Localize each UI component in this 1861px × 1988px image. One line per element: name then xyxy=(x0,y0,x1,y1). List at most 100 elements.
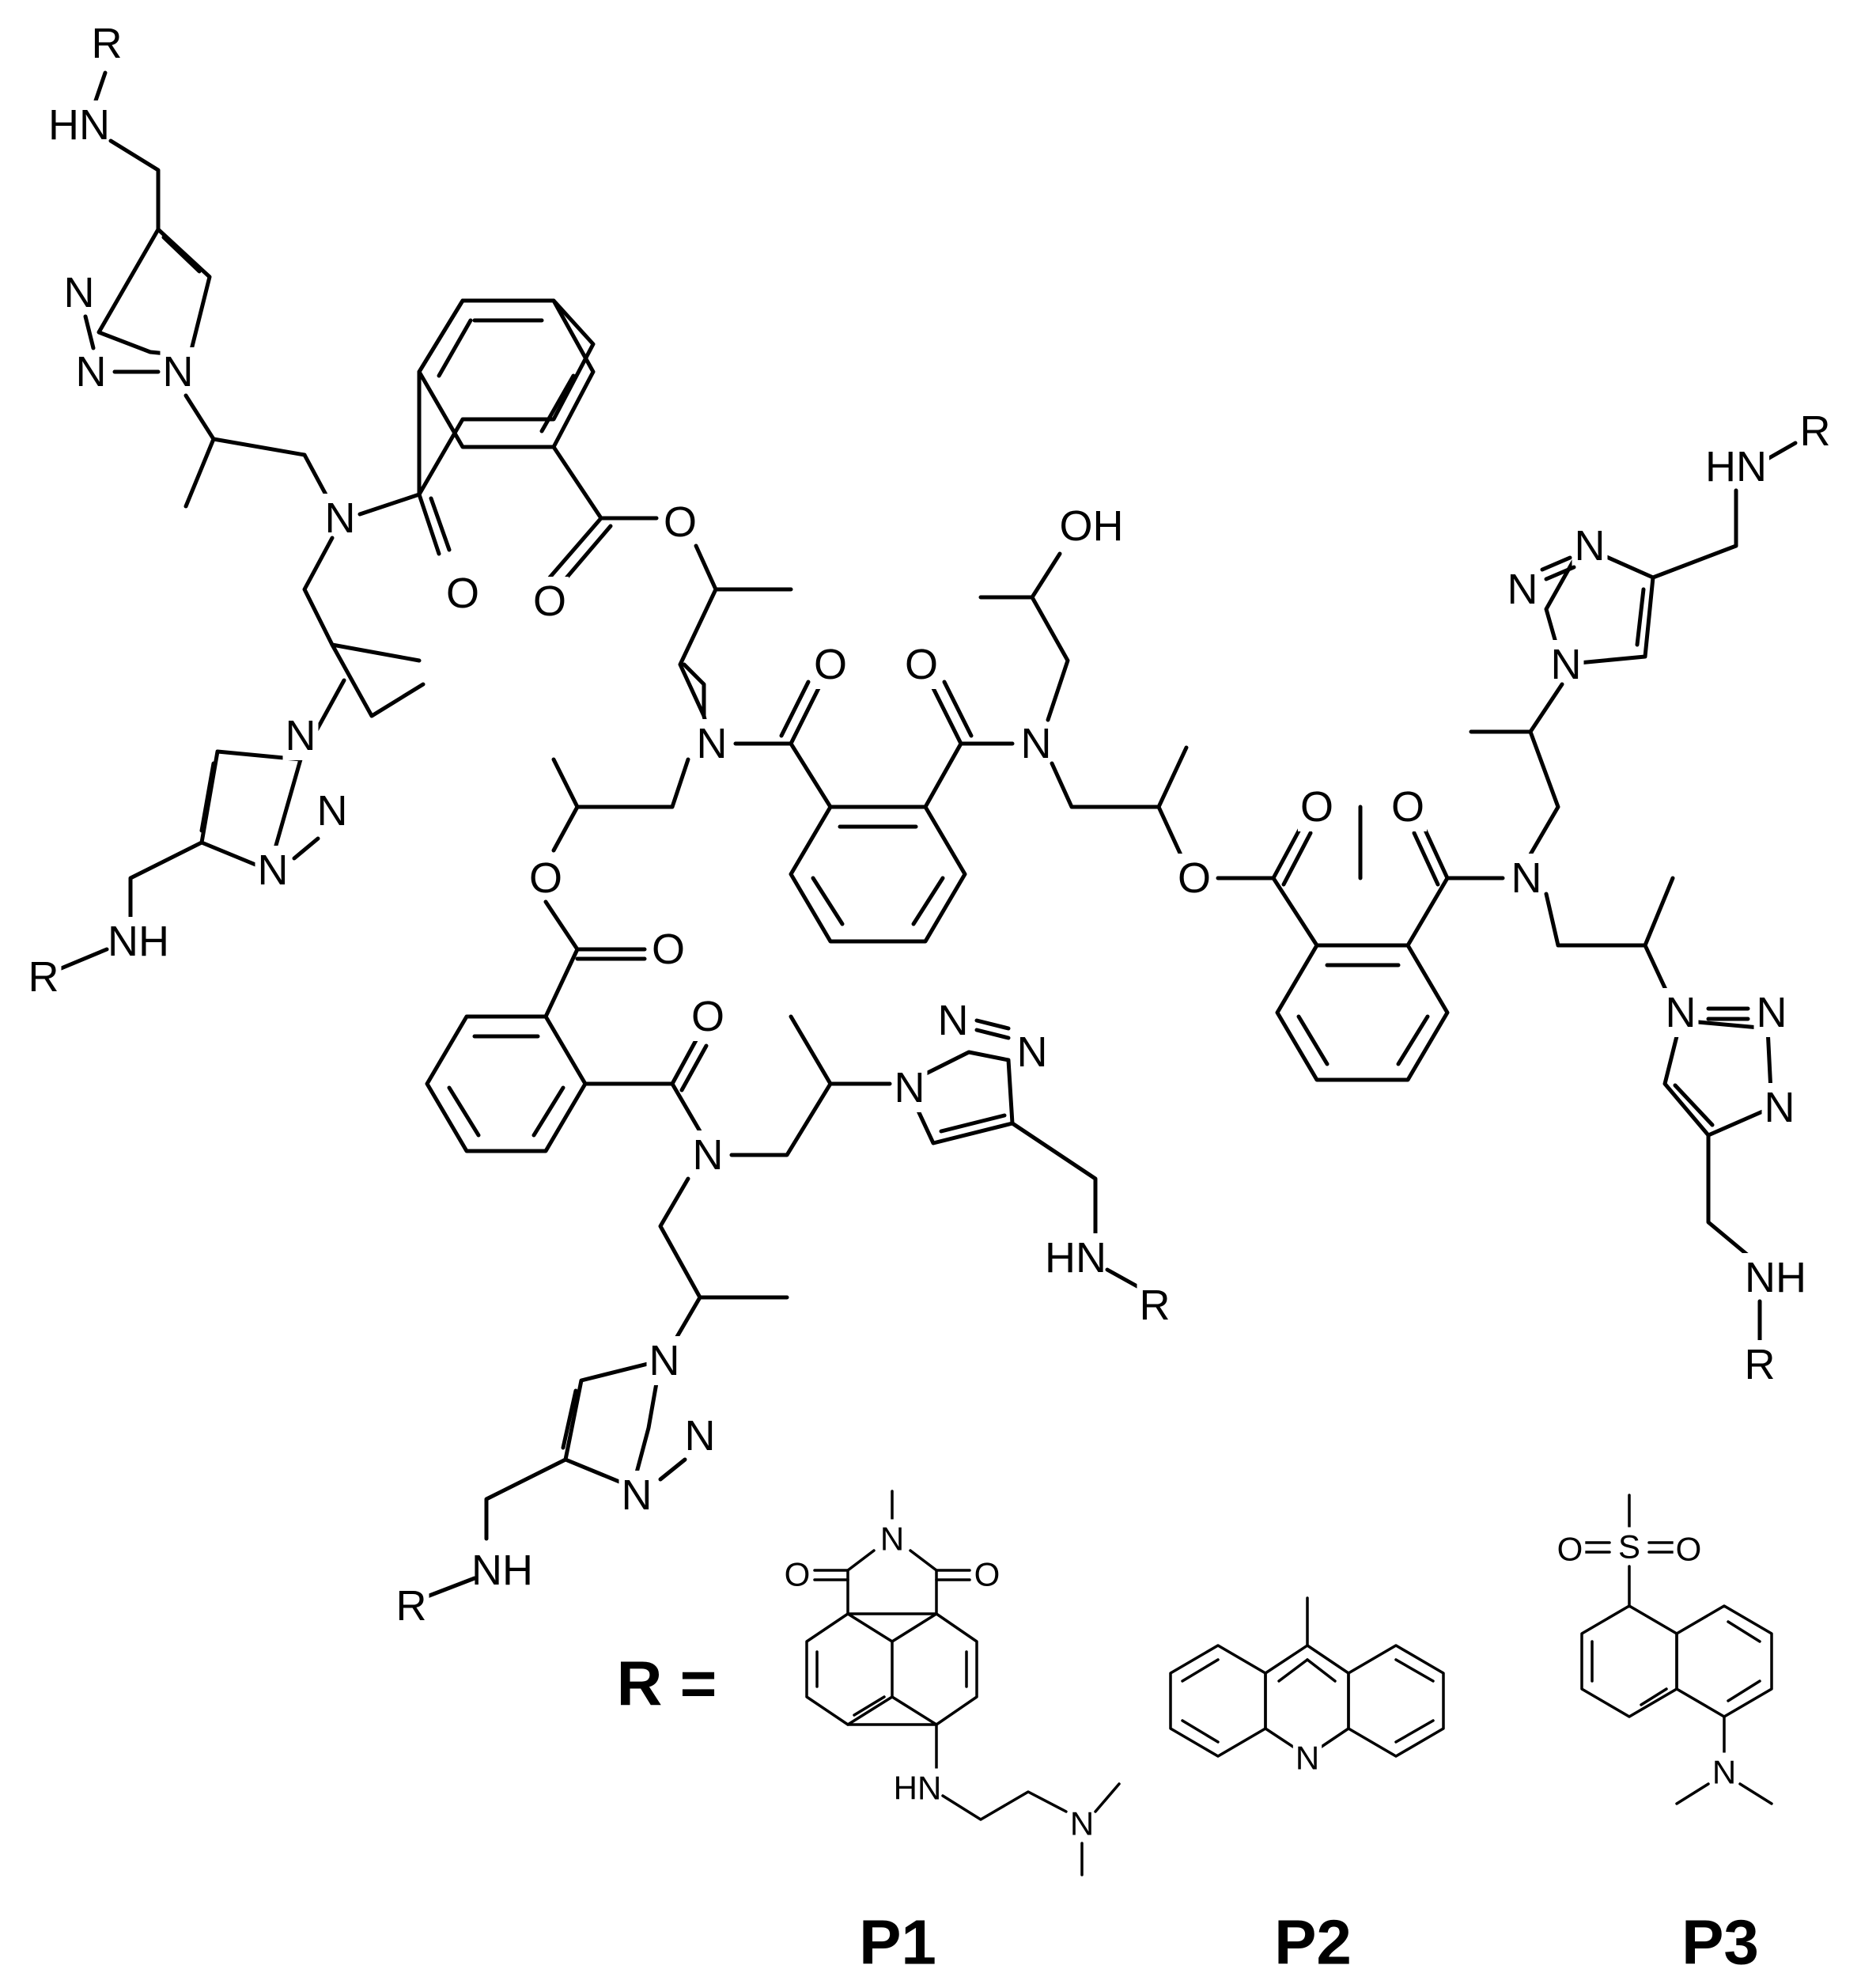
label-backdrop xyxy=(781,1554,813,1594)
label-backdrop xyxy=(1615,1527,1644,1566)
r-label: R xyxy=(1745,1341,1776,1388)
n-label: N xyxy=(317,787,348,835)
label-backdrop xyxy=(1742,1340,1778,1389)
n-label: N xyxy=(1070,1805,1094,1842)
r-group-legend: R = N O O HN N xyxy=(617,1490,1773,1978)
p2-label: P2 xyxy=(1274,1907,1352,1978)
label-backdrop xyxy=(1742,1253,1809,1302)
label-backdrop xyxy=(61,268,97,317)
hn-label: HN xyxy=(48,101,110,149)
label-backdrop xyxy=(1174,854,1214,903)
nh-label: NH xyxy=(471,1547,533,1594)
label-backdrop xyxy=(646,1336,683,1385)
label-backdrop xyxy=(660,498,700,547)
label-backdrop xyxy=(46,100,112,150)
n-label: N xyxy=(895,1064,925,1111)
hn-label: HN xyxy=(894,1770,942,1807)
r-label: R xyxy=(1140,1282,1171,1329)
o-label: O xyxy=(1178,854,1211,902)
arm-upper-right: R HN N N N xyxy=(1358,407,1833,880)
label-backdrop xyxy=(811,640,850,689)
label-backdrop xyxy=(25,952,62,1002)
label-backdrop xyxy=(393,1581,429,1630)
arm-lower-left: O N N N N HN R N N N NH R xyxy=(393,947,1173,1630)
label-backdrop xyxy=(1554,1529,1586,1569)
o-label: O xyxy=(1676,1531,1702,1568)
label-backdrop xyxy=(682,1411,718,1460)
central-core: N O O O O N OH O O xyxy=(526,502,1337,974)
label-backdrop xyxy=(1504,565,1541,614)
label-backdrop xyxy=(1797,407,1833,456)
label-backdrop xyxy=(1662,988,1699,1037)
label-backdrop xyxy=(688,992,728,1041)
label-backdrop xyxy=(649,925,688,974)
benzene-ring-top: O O xyxy=(417,298,793,718)
arm-lower-right: N N N NH R xyxy=(1662,988,1809,1389)
n-label: N xyxy=(1712,1754,1736,1791)
n-label: N xyxy=(1511,854,1542,902)
r-equals-label: R = xyxy=(617,1649,717,1719)
p3-dansyl-structure: S O O N xyxy=(1554,1494,1773,1805)
n-label: N xyxy=(1296,1740,1319,1777)
label-backdrop xyxy=(1703,442,1769,491)
label-backdrop xyxy=(105,917,172,966)
label-backdrop xyxy=(1292,1738,1322,1778)
hn-label: HN xyxy=(1705,443,1767,490)
label-backdrop xyxy=(891,1768,944,1808)
label-backdrop xyxy=(1709,1752,1739,1792)
o-label: O xyxy=(785,1556,811,1593)
r-label: R xyxy=(92,20,123,67)
o-label: O xyxy=(446,570,479,617)
n-label: N xyxy=(1765,1084,1795,1131)
label-backdrop xyxy=(255,846,291,895)
label-backdrop xyxy=(530,577,569,626)
n-label: N xyxy=(1017,1028,1048,1076)
label-backdrop xyxy=(1761,1083,1798,1132)
n-label: N xyxy=(286,712,316,759)
label-backdrop xyxy=(891,1063,928,1112)
n-label: N xyxy=(325,494,356,542)
n-label: N xyxy=(693,1131,724,1179)
label-backdrop xyxy=(1137,1281,1173,1330)
triazole-ring xyxy=(563,1358,663,1490)
n-label: N xyxy=(622,1471,652,1519)
n-label: N xyxy=(1666,989,1696,1036)
n-label: N xyxy=(697,720,728,767)
triazole-ring xyxy=(1662,1018,1774,1138)
r-label: R xyxy=(28,953,59,1001)
label-backdrop xyxy=(1067,1804,1097,1843)
n-label: N xyxy=(76,348,107,396)
label-backdrop xyxy=(1508,854,1545,903)
label-backdrop xyxy=(690,1130,726,1180)
label-backdrop xyxy=(89,19,125,68)
label-backdrop xyxy=(1018,719,1054,768)
label-backdrop xyxy=(1753,988,1790,1037)
label-backdrop xyxy=(314,786,350,835)
n-label: N xyxy=(1551,641,1582,688)
label-backdrop xyxy=(1297,782,1337,831)
n-label: N xyxy=(649,1337,680,1384)
benzene-ring-right: O N xyxy=(1271,782,1675,1082)
n-label: N xyxy=(1507,566,1538,613)
r-label: R xyxy=(1800,407,1831,455)
label-backdrop xyxy=(902,640,941,689)
n-label: N xyxy=(880,1520,904,1558)
label-backdrop xyxy=(1042,1233,1109,1282)
label-backdrop xyxy=(1673,1529,1704,1569)
arm-upper-left: R HN N N N N O xyxy=(46,19,482,663)
n-label: N xyxy=(1757,989,1787,1036)
o-label: O xyxy=(1300,783,1333,831)
label-backdrop xyxy=(877,1519,907,1558)
n-label: N xyxy=(1021,720,1052,767)
label-backdrop xyxy=(160,347,196,396)
o-label: O xyxy=(664,498,697,546)
o-label: O xyxy=(652,926,685,973)
nh-label: NH xyxy=(1745,1254,1806,1301)
p2-acridine-structure: N xyxy=(1169,1596,1445,1778)
hn-label: HN xyxy=(1045,1234,1106,1282)
label-backdrop xyxy=(282,711,319,760)
label-backdrop xyxy=(1548,640,1584,689)
o-label: O xyxy=(1391,783,1424,831)
label-backdrop xyxy=(1572,521,1608,570)
r-label: R xyxy=(396,1582,427,1630)
